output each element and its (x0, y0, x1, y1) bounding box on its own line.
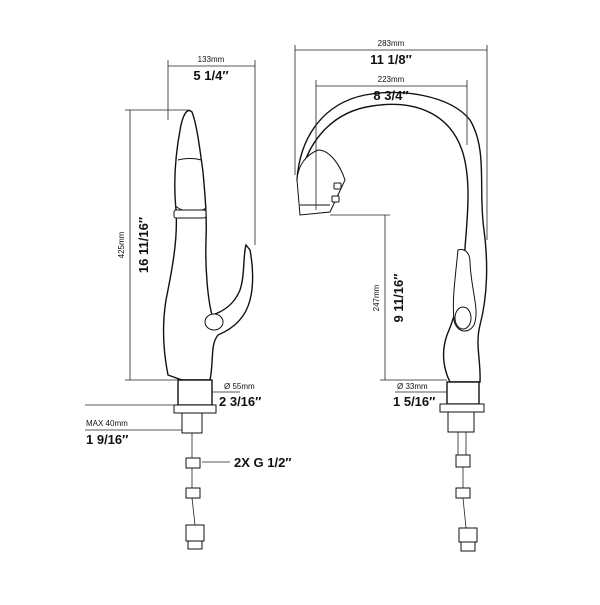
left-width-mm: 133mm (198, 55, 225, 64)
right-base-in: 1 5/16″ (393, 394, 435, 409)
right-dimension-lines (294, 45, 488, 393)
right-width-mm: 283mm (378, 39, 405, 48)
max-depth-in: 1 9/16″ (86, 432, 128, 447)
left-width-in: 5 1/4″ (193, 68, 228, 83)
right-height-mm: 247mm (372, 284, 381, 311)
left-height-in: 16 11/16″ (136, 217, 151, 273)
left-faucet-drawing (162, 109, 254, 550)
right-width-in: 11 1/8″ (370, 52, 412, 67)
left-height-mm: 425mm (117, 231, 126, 258)
left-base-mm: Ø 55mm (224, 382, 255, 391)
right-height-in: 9 11/16″ (391, 274, 406, 323)
right-faucet-drawing (296, 91, 488, 552)
connector-label: 2X G 1/2″ (234, 455, 292, 470)
max-depth-mm: MAX 40mm (86, 419, 128, 428)
right-base-mm: Ø 33mm (397, 382, 428, 391)
right-reach-mm: 223mm (378, 75, 405, 84)
left-base-in: 2 3/16″ (219, 394, 261, 409)
right-reach-in: 8 3/4″ (373, 88, 408, 103)
left-dimension-lines (85, 60, 256, 463)
